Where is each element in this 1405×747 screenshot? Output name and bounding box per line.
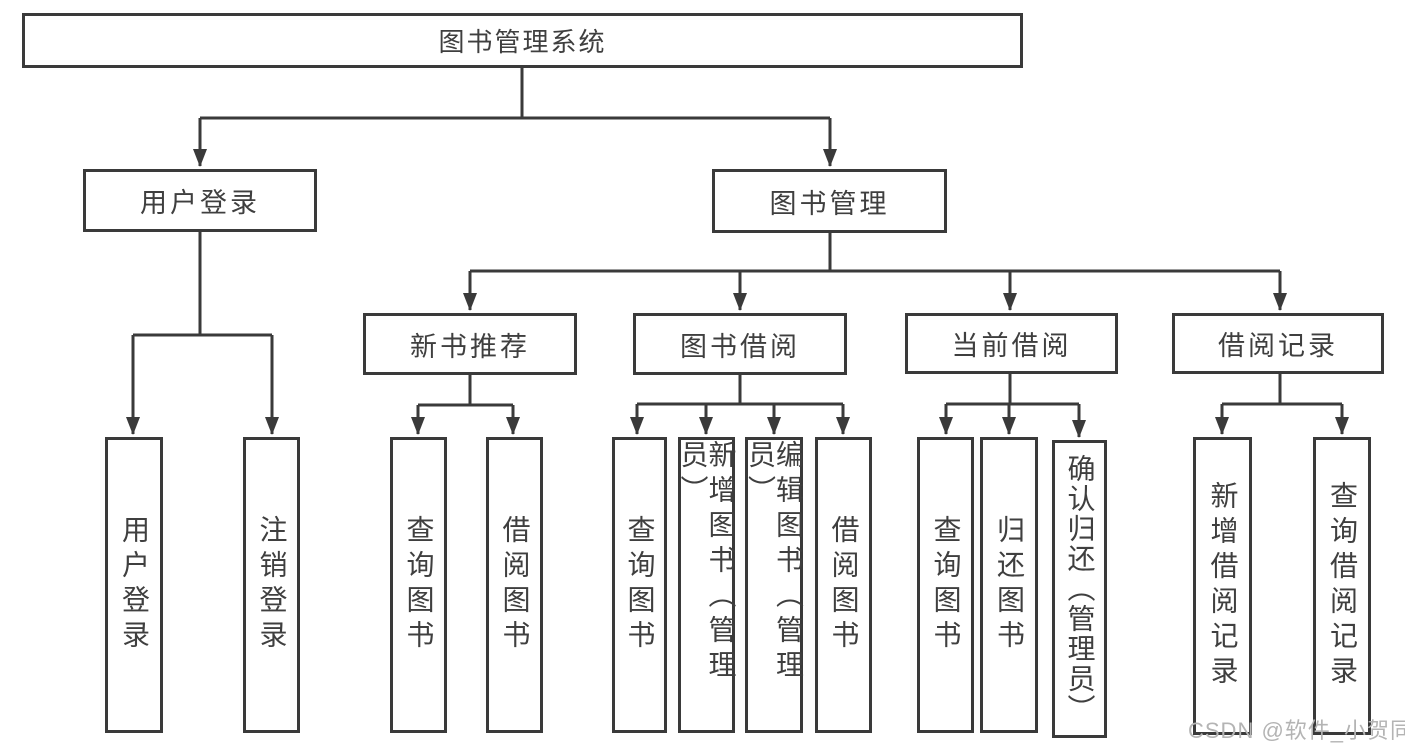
node-label: 用户登录 (119, 515, 150, 655)
leaf-borrow-books-recommend: 借阅图书 (486, 437, 543, 733)
node-label: 用户登录 (140, 188, 260, 218)
node-label: 查询图书 (624, 515, 656, 655)
node-label: 图书管理 (769, 188, 890, 219)
node-label: 当前借阅 (951, 331, 1072, 361)
leaf-confirm-return-admin: 确认归还（管理员） (1052, 440, 1107, 738)
leaf-query-books-borrow: 查询图书 (612, 437, 667, 733)
node-label: 图书管理系统 (438, 27, 607, 57)
node-label: 查询借阅记录 (1327, 481, 1358, 691)
csdn-watermark: CSDN @软件_小贺同学 (1188, 718, 1405, 743)
node-label: 查询图书 (930, 515, 962, 655)
leaf-add-borrow-record: 新增借阅记录 (1193, 437, 1252, 735)
node-label: 新增图书（管理员） (677, 440, 737, 685)
leaf-add-books-admin: 新增图书（管理员） (677, 437, 737, 733)
node-library-system: 图书管理系统 (22, 13, 1023, 68)
node-book-borrow: 图书借阅 (633, 313, 847, 375)
leaf-return-books: 归还图书 (980, 437, 1038, 733)
node-label: 编辑图书（管理员） (745, 440, 804, 685)
node-user-login: 用户登录 (83, 169, 317, 232)
leaf-borrow-books: 借阅图书 (815, 437, 872, 733)
node-label: 归还图书 (994, 515, 1025, 655)
node-label: 查询图书 (403, 515, 435, 655)
node-label: 确认归还（管理员） (1064, 454, 1096, 724)
node-label: 借阅图书 (828, 515, 860, 655)
leaf-query-books-recommend: 查询图书 (390, 437, 447, 733)
node-label: 新书推荐 (410, 331, 530, 362)
node-book-management: 图书管理 (712, 169, 947, 233)
leaf-query-books-current: 查询图书 (917, 437, 974, 733)
node-label: 借阅图书 (499, 515, 531, 655)
node-new-book-recommend: 新书推荐 (363, 313, 577, 375)
node-current-borrow: 当前借阅 (905, 313, 1118, 374)
node-label: 新增借阅记录 (1207, 481, 1239, 691)
leaf-logout: 注销登录 (243, 437, 300, 733)
leaf-query-borrow-record: 查询借阅记录 (1313, 437, 1371, 735)
node-label: 借阅记录 (1218, 331, 1338, 361)
node-label: 图书借阅 (680, 331, 800, 362)
leaf-edit-books-admin: 编辑图书（管理员） (745, 437, 804, 733)
node-label: 注销登录 (256, 515, 288, 655)
leaf-user-login: 用户登录 (105, 437, 163, 733)
node-borrow-records: 借阅记录 (1172, 313, 1384, 374)
